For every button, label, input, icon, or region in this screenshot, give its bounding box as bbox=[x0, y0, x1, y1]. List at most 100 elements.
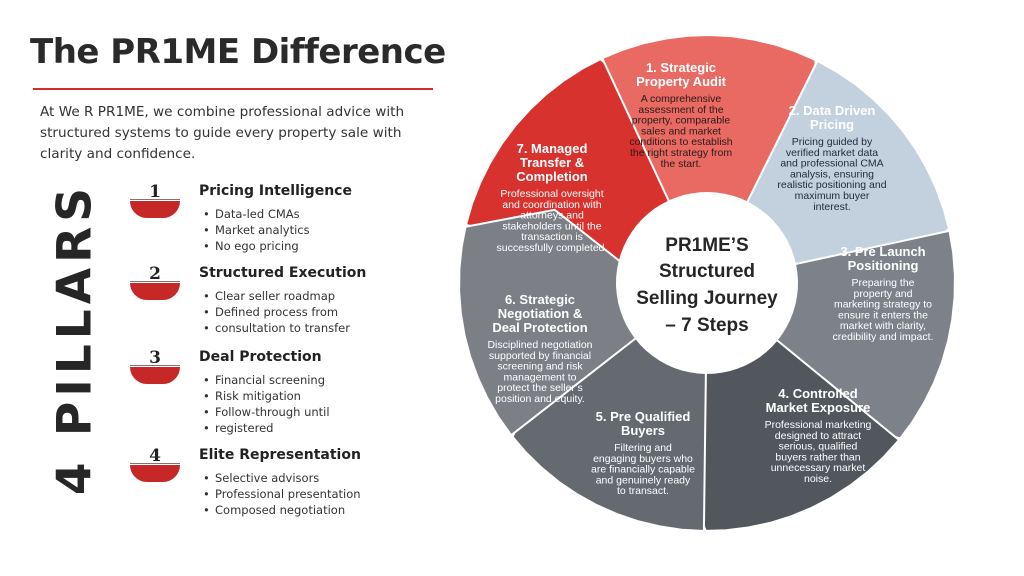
step-description: interest. bbox=[813, 201, 850, 213]
step-title: 1. Strategic bbox=[646, 60, 716, 75]
step-description: stakeholders until the bbox=[502, 220, 601, 232]
step-description: Filtering and bbox=[614, 442, 672, 454]
step-title: 2. Data Driven bbox=[789, 103, 876, 118]
step-description: property and bbox=[854, 288, 913, 300]
pillar-list-item: registered bbox=[201, 420, 330, 436]
pillar-list-item: Professional presentation bbox=[201, 486, 361, 502]
center-title-line: – 7 Steps bbox=[665, 315, 748, 336]
step-description: and professional CMA bbox=[780, 158, 883, 170]
step-description: Professional marketing bbox=[765, 419, 872, 431]
step-description: analysis, ensuring bbox=[790, 168, 874, 180]
badge-line bbox=[130, 199, 180, 200]
step-description: Professional oversight bbox=[500, 188, 603, 200]
step-description: sales and market bbox=[641, 125, 721, 137]
step-title: Property Audit bbox=[636, 74, 726, 89]
step-description: to transact. bbox=[617, 485, 669, 497]
step-title: Deal Protection bbox=[492, 320, 587, 335]
pillar-number-badge: 3 bbox=[130, 348, 180, 384]
step-title: 6. Strategic bbox=[505, 292, 575, 307]
step-description: Preparing the bbox=[851, 277, 914, 289]
pillar-list-item: Risk mitigation bbox=[201, 388, 330, 404]
center-disc bbox=[617, 193, 797, 373]
pillar-list-item: Defined process from bbox=[201, 304, 350, 320]
step-description: maximum buyer bbox=[795, 190, 870, 202]
step-description: marketing strategy to bbox=[834, 299, 932, 311]
pillar-list-item: consultation to transfer bbox=[201, 320, 350, 336]
vertical-label-box: 4 PILLARS bbox=[40, 183, 110, 495]
pillar-number-badge: 2 bbox=[130, 264, 180, 300]
pillar-list: Selective advisors Professional presenta… bbox=[201, 470, 361, 518]
center-title-line: Selling Journey bbox=[636, 288, 778, 309]
page-title: The PR1ME Difference bbox=[30, 32, 446, 72]
red-bowl-icon bbox=[130, 283, 180, 300]
seven-steps-cycle-diagram: PR1ME’S Structured Selling Journey – 7 S… bbox=[448, 33, 964, 548]
step-description: ensure it enters the bbox=[838, 309, 928, 321]
pillar-number: 2 bbox=[149, 264, 161, 284]
pillar-number-badge: 4 bbox=[130, 446, 180, 482]
step-description: transaction is bbox=[521, 231, 583, 243]
step-title: Transfer & bbox=[520, 155, 584, 170]
step-description: protect the seller’s bbox=[497, 382, 582, 394]
step-description: and coordination with bbox=[502, 199, 601, 211]
step-title: 4. Controlled bbox=[778, 386, 858, 401]
pillar-number: 3 bbox=[149, 348, 161, 368]
pillar-list-item: Selective advisors bbox=[201, 470, 361, 486]
step-description: position and equity. bbox=[495, 393, 585, 405]
badge-line bbox=[130, 365, 180, 366]
intro-paragraph: At We R PR1ME, we combine professional a… bbox=[40, 104, 405, 162]
pillar-list-item: Data-led CMAs bbox=[201, 206, 310, 222]
step-description: management to bbox=[504, 371, 577, 383]
step-description: Disciplined negotiation bbox=[487, 339, 592, 351]
step-description: noise. bbox=[804, 473, 832, 485]
red-bowl-icon bbox=[130, 367, 180, 384]
pillar-number: 1 bbox=[149, 182, 161, 202]
pillar-list-item: Financial screening bbox=[201, 372, 330, 388]
pillar-list-item: Clear seller roadmap bbox=[201, 288, 350, 304]
title-underline bbox=[33, 88, 433, 90]
step-description: assessment of the bbox=[638, 104, 723, 116]
step-description: successfully completed. bbox=[497, 242, 608, 254]
pillar-list: Clear seller roadmap Defined process fro… bbox=[201, 288, 350, 336]
step-description: and genuinely ready bbox=[596, 474, 691, 486]
step-description: realistic positioning and bbox=[777, 179, 886, 191]
pillar-number: 4 bbox=[149, 446, 161, 466]
step-description: attorneys and bbox=[520, 210, 584, 222]
red-bowl-icon bbox=[130, 465, 180, 482]
pillar-title: Structured Execution bbox=[199, 265, 367, 281]
pillar-title: Deal Protection bbox=[199, 349, 322, 365]
step-description: are financially capable bbox=[591, 464, 695, 476]
pillar-number-badge: 1 bbox=[130, 182, 180, 218]
badge-line bbox=[130, 463, 180, 464]
pillar-title: Elite Representation bbox=[199, 447, 361, 463]
step-description: engaging buyers who bbox=[593, 453, 693, 465]
badge-line bbox=[130, 281, 180, 282]
pillar-list-item: No ego pricing bbox=[201, 238, 310, 254]
pillar-title: Pricing Intelligence bbox=[199, 183, 352, 199]
step-description: credibility and impact. bbox=[833, 331, 934, 343]
pillar-list-item: Composed negotiation bbox=[201, 502, 361, 518]
step-description: A comprehensive bbox=[641, 93, 722, 105]
step-description: property, comparable bbox=[632, 115, 731, 127]
step-description: verified market data bbox=[786, 147, 878, 159]
step-description: the right strategy from bbox=[630, 147, 732, 159]
step-title: Negotiation & bbox=[498, 306, 583, 321]
pillar-list-item: Market analytics bbox=[201, 222, 310, 238]
red-bowl-icon bbox=[130, 201, 180, 218]
step-title: Buyers bbox=[621, 423, 665, 438]
step-description: conditions to establish bbox=[629, 136, 732, 148]
step-title: Completion bbox=[516, 169, 588, 184]
pillar-list: Financial screening Risk mitigation Foll… bbox=[201, 372, 330, 436]
pillar-list-item: Follow-through until bbox=[201, 404, 330, 420]
step-description: supported by financial bbox=[489, 350, 591, 362]
step-title: Market Exposure bbox=[766, 400, 871, 415]
step-description: market with clarity, bbox=[840, 320, 926, 332]
step-description: Pricing guided by bbox=[792, 136, 873, 148]
step-description: the start. bbox=[661, 158, 702, 170]
step-description: buyers rather than bbox=[775, 451, 860, 463]
step-description: designed to attract bbox=[775, 430, 861, 442]
step-title: 7. Managed bbox=[517, 141, 588, 156]
step-description: unnecessary market bbox=[771, 462, 866, 474]
center-title-line: Structured bbox=[659, 261, 755, 282]
center-title-line: PR1ME’S bbox=[665, 235, 748, 256]
pillar-list: Data-led CMAs Market analytics No ego pr… bbox=[201, 206, 310, 254]
